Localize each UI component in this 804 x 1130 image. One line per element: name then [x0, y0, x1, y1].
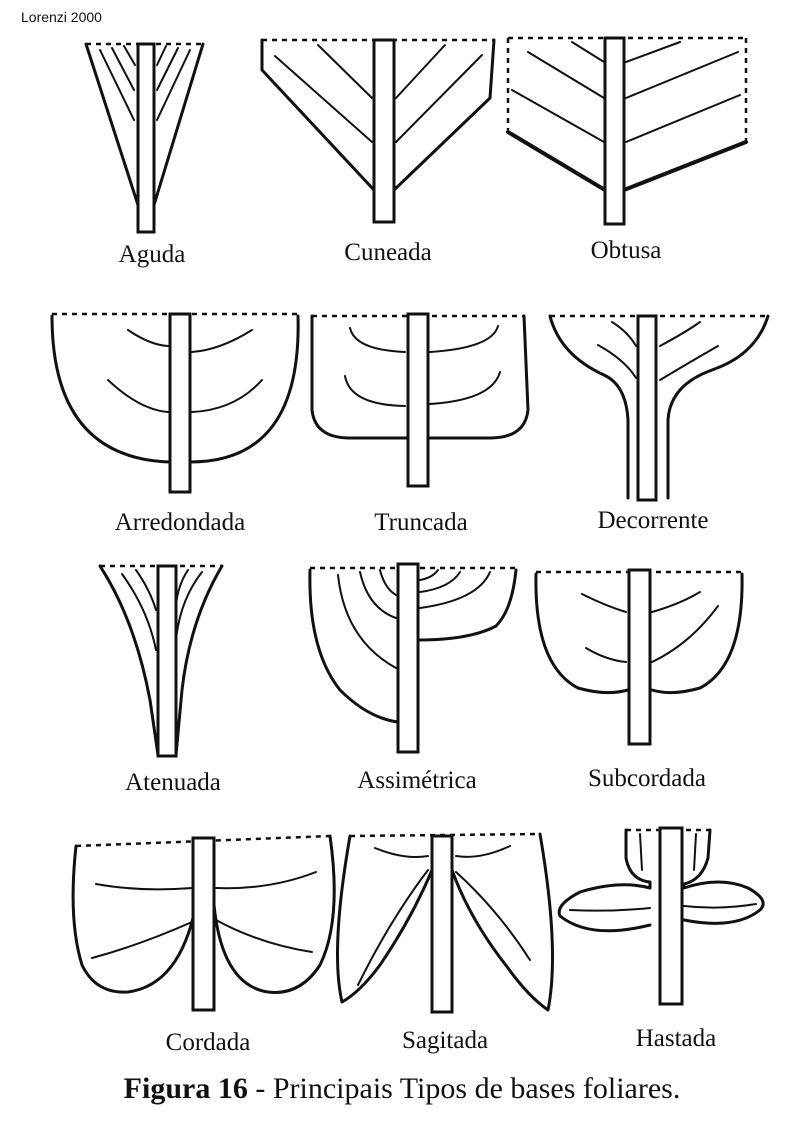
leaf-sagitada: Sagitada	[336, 832, 554, 1054]
source-credit: Lorenzi 2000	[21, 9, 102, 25]
leaf-decorrente: Decorrente	[548, 314, 770, 534]
leaf-hastada: Hastada	[557, 826, 765, 1052]
leaf-cuneada: Cuneada	[260, 38, 496, 266]
figure-caption: Figura 16 - Principais Tipos de bases fo…	[0, 1072, 804, 1106]
label-arredondada: Arredondada	[115, 509, 246, 536]
label-subcordada: Subcordada	[588, 765, 706, 792]
leaf-subcordada: Subcordada	[534, 568, 744, 792]
leaf-aguda: Aguda	[84, 42, 205, 268]
leaf-assimetrica: Assimétrica	[308, 562, 518, 794]
caption-separator: -	[247, 1072, 273, 1105]
label-sagitada: Sagitada	[402, 1027, 488, 1054]
label-cordada: Cordada	[166, 1029, 251, 1056]
label-assimetrica: Assimétrica	[357, 767, 476, 794]
figure-number: Figura 16	[123, 1072, 248, 1105]
leaf-obtusa: Obtusa	[506, 36, 748, 264]
label-atenuada: Atenuada	[125, 769, 221, 796]
leaf-atenuada: Atenuada	[98, 564, 224, 796]
label-hastada: Hastada	[636, 1025, 717, 1052]
leaf-truncada: Truncada	[310, 312, 530, 536]
caption-text: Principais Tipos de bases foliares.	[272, 1072, 681, 1105]
label-aguda: Aguda	[119, 241, 186, 268]
leaf-cordada: Cordada	[71, 834, 336, 1056]
label-cuneada: Cuneada	[344, 239, 431, 266]
leaf-base-diagram: Aguda Cuneada Obtusa Arredondada	[50, 36, 770, 1056]
label-truncada: Truncada	[374, 509, 468, 536]
label-decorrente: Decorrente	[597, 507, 708, 534]
leaf-arredondada: Arredondada	[50, 312, 300, 536]
label-obtusa: Obtusa	[591, 237, 662, 264]
